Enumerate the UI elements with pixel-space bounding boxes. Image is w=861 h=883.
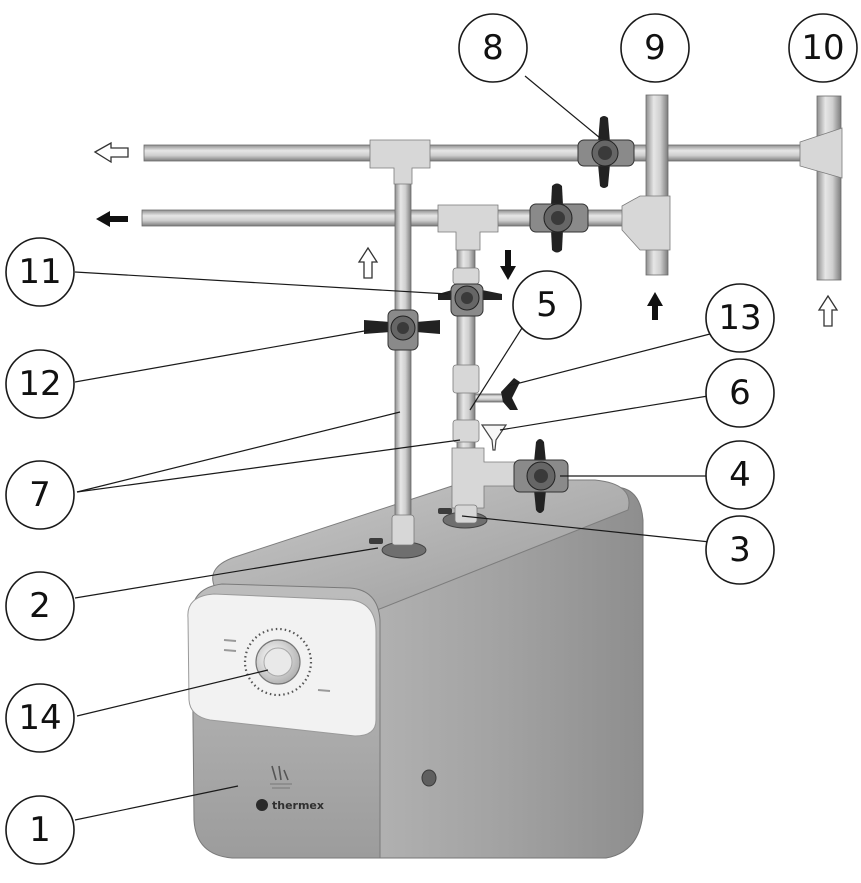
callout-1: 1: [5, 795, 75, 865]
thermostat-knob[interactable]: [255, 639, 301, 685]
panel-mark-left-1: [223, 639, 237, 642]
up-arrow-9: [647, 292, 663, 320]
hot-outlet-riser-7: [394, 159, 412, 545]
brand-logo-icon: [256, 799, 268, 811]
svg-text:12: 12: [18, 364, 61, 404]
callout-5: 5: [512, 270, 582, 340]
svg-text:7: 7: [29, 475, 51, 515]
inlet-label-plate: [438, 508, 452, 514]
inlet-coupling-bottom: [454, 504, 478, 524]
safety-valve-4[interactable]: [513, 439, 569, 513]
leader-5: [469, 327, 523, 411]
inlet-coupling-upper: [452, 267, 480, 285]
leader-11: [74, 271, 449, 295]
leader-7b: [76, 439, 461, 493]
callout-7: 7: [5, 460, 75, 530]
shutoff-valve-8[interactable]: [577, 116, 635, 188]
leader-3: [461, 515, 711, 543]
up-arrow-left: [357, 246, 379, 279]
leader-7a: [76, 411, 401, 493]
leader-1: [74, 785, 239, 821]
inlet-coupling-mid: [452, 364, 480, 394]
cold-out-arrow: [96, 211, 128, 227]
callout-12: 12: [5, 349, 75, 419]
tee-fitting-9: [621, 195, 671, 251]
water-heater: thermex: [187, 479, 644, 859]
leader-8: [524, 75, 601, 139]
svg-text:6: 6: [729, 373, 751, 413]
callout-10: 10: [788, 13, 858, 83]
callout-3: 3: [705, 515, 775, 585]
leader-6: [499, 395, 709, 431]
svg-text:14: 14: [18, 698, 61, 738]
callout-13: 13: [705, 283, 775, 353]
leader-14: [76, 669, 269, 717]
panel-mark-right-1: [317, 689, 331, 692]
brand-name: thermex: [272, 799, 324, 812]
leader-lines: [74, 75, 711, 821]
heater-logo-symbol: [270, 765, 292, 789]
tee-fitting-hot: [369, 139, 431, 185]
inlet-coupling-lower: [452, 419, 480, 443]
callouts: 1 2 3 4 5 6 7 8 9 10 11 12 13 14: [5, 13, 858, 865]
callout-6: 6: [705, 358, 775, 428]
tee-fitting-cold: [437, 204, 499, 251]
callout-2: 2: [5, 571, 75, 641]
hot-water-main-pipe: [143, 144, 825, 162]
leader-13: [507, 333, 711, 387]
svg-text:2: 2: [29, 586, 51, 626]
hot-supply-pipe-10: [816, 95, 842, 281]
callout-11: 11: [5, 237, 75, 307]
flow-arrows: [93, 141, 839, 327]
svg-text:5: 5: [536, 285, 558, 325]
up-arrow-10: [817, 294, 839, 327]
outlet-coupling: [391, 514, 415, 546]
svg-text:11: 11: [18, 252, 61, 292]
drain-valve-lever-13[interactable]: [501, 378, 520, 410]
svg-text:13: 13: [718, 298, 761, 338]
svg-text:9: 9: [644, 28, 666, 68]
leader-12: [74, 329, 371, 383]
hot-out-arrow: [93, 141, 129, 164]
leader-2: [74, 547, 379, 599]
down-arrow-center: [500, 250, 516, 280]
panel-mark-left-2: [223, 649, 237, 652]
callout-4: 4: [705, 440, 775, 510]
callout-9: 9: [620, 13, 690, 83]
svg-text:1: 1: [29, 810, 51, 850]
tee-fitting-10: [799, 127, 843, 179]
thermostat-scale-dots: [243, 627, 313, 697]
shutoff-valve-11[interactable]: [438, 283, 502, 317]
svg-text:10: 10: [801, 28, 844, 68]
shutoff-valve-12[interactable]: [364, 309, 440, 351]
callout-8: 8: [458, 13, 528, 83]
piping: [141, 94, 843, 546]
brand-logo: thermex: [256, 799, 324, 812]
shutoff-valve-cold-line[interactable]: [529, 183, 589, 253]
svg-text:3: 3: [729, 530, 751, 570]
outlet-label-plate: [369, 538, 383, 544]
drain-funnel-6: [480, 424, 508, 451]
svg-text:8: 8: [482, 28, 504, 68]
svg-text:4: 4: [729, 455, 751, 495]
callout-14: 14: [5, 683, 75, 753]
side-port: [421, 769, 437, 787]
